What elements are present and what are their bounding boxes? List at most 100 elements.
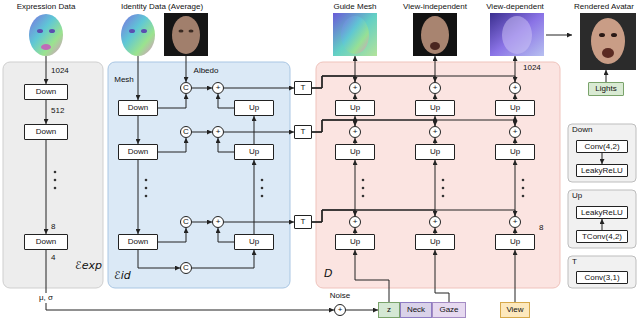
node-label: D xyxy=(324,268,332,281)
view-box: View xyxy=(500,302,530,318)
module-panel: ℰidDownDownDownCCC+++UpUpUpC xyxy=(108,62,290,288)
connector xyxy=(158,228,186,242)
legend-panel: DownConv(4,2)LeakyReLU xyxy=(568,124,636,182)
face-mouth xyxy=(602,48,614,58)
node-label: + xyxy=(433,84,438,92)
op-circle: + xyxy=(509,82,521,94)
connector xyxy=(346,310,378,311)
layer-box: Up xyxy=(495,144,535,160)
node-label: T xyxy=(301,217,306,226)
connector xyxy=(312,76,515,88)
layer-box: Down xyxy=(24,124,68,140)
node-label: Up xyxy=(510,147,520,156)
dot xyxy=(522,195,525,198)
face-eye xyxy=(611,33,617,37)
edge-label: μ, σ xyxy=(38,293,54,303)
edge-label: Mesh xyxy=(113,75,135,85)
layer-box: Up xyxy=(234,100,274,116)
connector xyxy=(312,210,515,222)
dot xyxy=(145,195,148,198)
node-label: + xyxy=(353,128,358,136)
layer-box: T xyxy=(294,215,312,229)
node-label: View-independent xyxy=(403,2,467,11)
connector xyxy=(218,138,234,152)
face-eye xyxy=(189,29,194,32)
connector xyxy=(515,116,516,126)
op-circle: + xyxy=(429,126,441,138)
node-label: ℰid xyxy=(114,270,131,283)
node-label: Gaze xyxy=(439,305,458,314)
node-label: + xyxy=(433,218,438,226)
connector xyxy=(192,222,212,223)
node-label: LeakyReLU xyxy=(581,208,623,217)
node-label: Conv(4,2) xyxy=(584,142,619,151)
connector xyxy=(138,160,139,234)
layer-box: LeakyReLU xyxy=(576,164,628,177)
connector xyxy=(218,228,234,242)
connector xyxy=(435,116,436,126)
connector xyxy=(515,56,516,82)
connector xyxy=(312,76,435,88)
layer-box: T xyxy=(294,81,312,95)
layer-box: T xyxy=(294,125,312,139)
node-label: T xyxy=(301,83,306,92)
dot xyxy=(261,187,264,190)
op-circle: + xyxy=(349,82,361,94)
module-panel: D+++UpUpUp+++UpUpUp+++UpUpUp xyxy=(316,62,560,288)
layer-box: Up xyxy=(415,100,455,116)
face-eye xyxy=(49,29,55,33)
view-dependent-picture xyxy=(490,13,544,56)
face-mesh-picture xyxy=(29,14,63,56)
node-label: Guide Mesh xyxy=(333,2,376,11)
face-skin xyxy=(591,18,625,64)
connector xyxy=(46,100,47,124)
dot xyxy=(522,179,525,182)
layer-box: Up xyxy=(335,234,375,250)
connector xyxy=(515,250,516,302)
op-circle: C xyxy=(180,262,192,274)
node-label: + xyxy=(433,128,438,136)
face-eye xyxy=(179,29,184,32)
node-label: + xyxy=(353,218,358,226)
layer-box: Down xyxy=(118,144,158,160)
connector xyxy=(192,250,254,268)
layer-box: Conv(3,1) xyxy=(576,271,628,284)
connector xyxy=(224,132,294,133)
layer-box: Down xyxy=(118,234,158,250)
node-label: Up xyxy=(350,237,360,246)
lights-box: Lights xyxy=(588,82,624,96)
layer-box: Up xyxy=(335,100,375,116)
dot xyxy=(362,187,365,190)
node-label: Lights xyxy=(595,84,616,93)
legend-panel-fill xyxy=(568,124,636,182)
node-label: View-dependent xyxy=(486,2,544,11)
albedo-picture xyxy=(164,13,208,56)
node-label: TConv(4,2) xyxy=(582,232,622,241)
node-label: + xyxy=(216,218,221,226)
node-label: + xyxy=(513,128,518,136)
image-node: Identity Data (Average) xyxy=(112,1,212,56)
layer-box: Conv(4,2) xyxy=(576,140,628,153)
connector xyxy=(355,160,356,216)
node-label: Up xyxy=(572,191,582,200)
dot xyxy=(362,179,365,182)
node-label: C xyxy=(183,84,189,92)
connector xyxy=(355,250,389,302)
face-eye xyxy=(141,29,147,33)
op-circle: + xyxy=(429,216,441,228)
node-label: T xyxy=(301,127,306,136)
node-label: LeakyReLU xyxy=(581,166,623,175)
node-label: + xyxy=(353,84,358,92)
image-node: Rendered Avatar xyxy=(572,1,636,70)
node-label: + xyxy=(216,128,221,136)
dot xyxy=(442,195,445,198)
dot xyxy=(145,179,148,182)
connector xyxy=(158,94,186,108)
legend-panel: TConv(3,1) xyxy=(568,256,636,288)
node-label: + xyxy=(513,218,518,226)
face-albedo xyxy=(172,16,200,54)
layer-box: Down xyxy=(118,100,158,116)
dimension-label: 1024 xyxy=(51,66,69,76)
node-label: + xyxy=(338,306,343,314)
